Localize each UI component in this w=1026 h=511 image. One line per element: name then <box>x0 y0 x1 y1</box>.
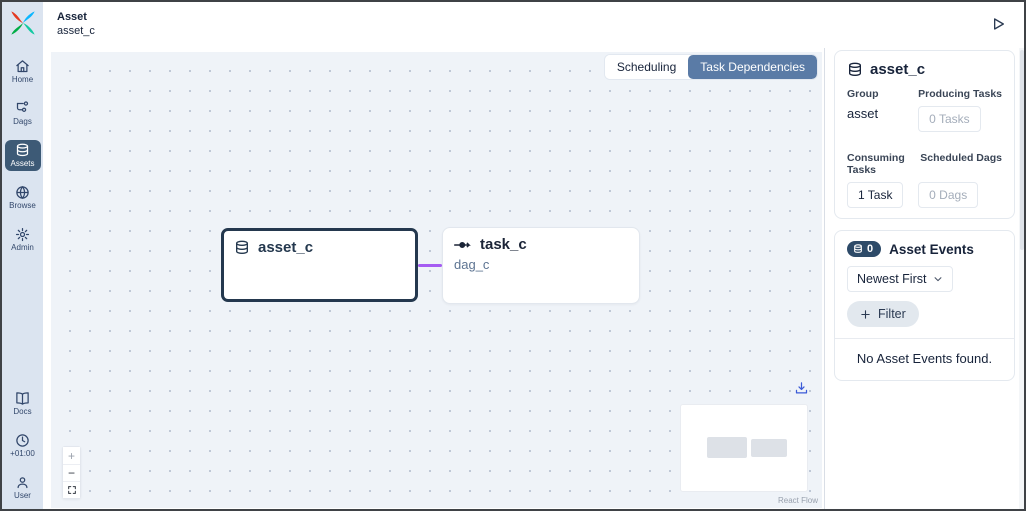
minimap-task-node <box>751 439 787 457</box>
sidebar: Home Dags Assets Browse Admin Docs +01:0… <box>2 2 43 509</box>
sidebar-item-label: User <box>14 491 31 500</box>
graph-canvas[interactable]: Scheduling Task Dependencies asset_c tas… <box>51 52 822 508</box>
task-icon <box>454 241 471 248</box>
header: Asset asset_c <box>43 2 1024 48</box>
book-icon <box>16 392 29 405</box>
graph-minimap[interactable] <box>681 405 807 491</box>
home-icon <box>16 60 29 73</box>
fit-view-icon <box>67 486 76 494</box>
empty-events-message: No Asset Events found. <box>856 351 993 366</box>
sidebar-item-label: Assets <box>10 159 35 168</box>
asset-node-label: asset_c <box>258 239 314 256</box>
sidebar-item-browse[interactable]: Browse <box>5 182 41 213</box>
page-title: asset_c <box>57 25 95 37</box>
tab-task-dependencies[interactable]: Task Dependencies <box>688 55 817 79</box>
graph-node-task[interactable]: task_c dag_c <box>442 227 640 304</box>
database-icon <box>849 62 861 76</box>
graph-edge-asset-to-task <box>418 264 442 267</box>
reactflow-attribution: React Flow <box>777 496 818 505</box>
producing-tasks-label: Producing Tasks <box>918 88 1002 100</box>
chevron-down-icon <box>934 277 942 282</box>
download-graph-button[interactable] <box>792 379 810 397</box>
filter-button[interactable]: Filter <box>847 301 919 327</box>
asset-events-title: Asset Events <box>889 241 974 257</box>
consuming-tasks-button[interactable]: 1 Task <box>847 182 904 208</box>
events-divider <box>835 338 1014 339</box>
panel-asset-title: asset_c <box>870 61 926 78</box>
asset-detail-panel: asset_c Group Producing Tasks asset 0 Ta… <box>825 48 1024 509</box>
task-node-label: task_c <box>480 236 527 253</box>
group-value: asset <box>847 106 879 121</box>
minimap-asset-node <box>707 437 747 458</box>
producing-tasks-button[interactable]: 0 Tasks <box>918 106 981 132</box>
gear-icon <box>15 227 30 242</box>
sort-order-value: Newest First <box>857 272 927 286</box>
sidebar-item-label: Docs <box>13 407 32 416</box>
asset-events-card: 0 Asset Events Newest First Filter No As… <box>834 230 1015 381</box>
tab-scheduling[interactable]: Scheduling <box>604 55 689 79</box>
scheduled-dags-button[interactable]: 0 Dags <box>918 182 979 208</box>
trigger-asset-event-button[interactable] <box>988 14 1008 34</box>
sidebar-item-home[interactable]: Home <box>5 56 41 87</box>
dags-icon <box>16 101 29 112</box>
user-icon <box>17 477 28 489</box>
database-icon <box>236 240 248 254</box>
play-icon <box>994 18 1004 30</box>
field-gap <box>847 138 1002 146</box>
scheduled-dags-label: Scheduled Dags <box>920 152 1002 164</box>
fit-view-button[interactable] <box>63 481 80 498</box>
panel-divider <box>824 48 825 509</box>
task-node-dag-id: dag_c <box>454 257 490 272</box>
graph-node-asset[interactable]: asset_c <box>221 228 418 302</box>
sidebar-item-label: Browse <box>9 201 36 210</box>
sidebar-item-timezone[interactable]: +01:00 <box>5 430 41 461</box>
airflow-logo-icon[interactable] <box>9 9 37 37</box>
database-icon <box>16 143 29 157</box>
sidebar-item-label: Admin <box>11 243 34 252</box>
zoom-out-button[interactable]: − <box>63 464 80 481</box>
group-label: Group <box>847 88 879 100</box>
panel-scrollbar[interactable] <box>1019 48 1024 509</box>
canvas-zoom-controls: + − <box>62 446 81 499</box>
sidebar-item-user[interactable]: User <box>5 472 41 503</box>
database-icon <box>854 244 862 253</box>
view-tabs: Scheduling Task Dependencies <box>603 54 818 80</box>
panel-scrollbar-thumb[interactable] <box>1019 50 1024 250</box>
breadcrumb-section: Asset <box>57 11 87 23</box>
download-icon <box>795 381 807 393</box>
asset-events-count-badge: 0 <box>847 241 882 257</box>
sort-order-select[interactable]: Newest First <box>847 266 954 292</box>
asset-summary-card: asset_c Group Producing Tasks asset 0 Ta… <box>834 50 1015 219</box>
sidebar-item-docs[interactable]: Docs <box>5 388 41 419</box>
zoom-in-button[interactable]: + <box>63 447 80 464</box>
consuming-tasks-label: Consuming Tasks <box>847 152 905 176</box>
sidebar-item-assets[interactable]: Assets <box>4 140 41 171</box>
sidebar-item-dags[interactable]: Dags <box>5 98 41 129</box>
sidebar-item-admin[interactable]: Admin <box>5 224 41 255</box>
sidebar-item-label: Home <box>11 75 34 84</box>
filter-button-label: Filter <box>878 307 906 321</box>
asset-events-count: 0 <box>867 243 874 255</box>
sidebar-item-label: +01:00 <box>10 449 35 458</box>
globe-icon <box>16 185 29 200</box>
clock-icon <box>16 434 29 447</box>
sidebar-item-label: Dags <box>13 117 32 126</box>
plus-icon <box>861 309 870 319</box>
